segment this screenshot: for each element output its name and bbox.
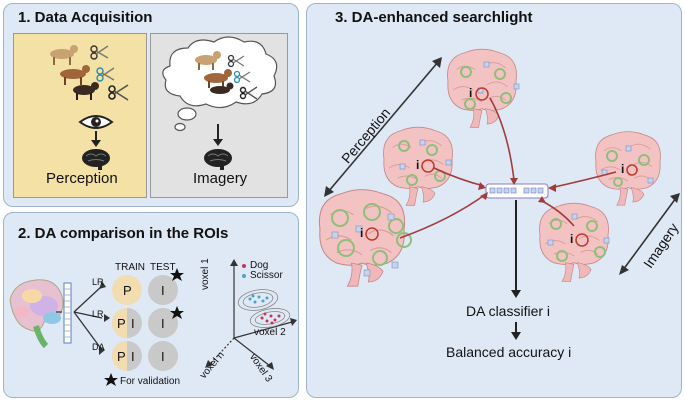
- axis-voxel-2: voxel 2: [254, 327, 286, 338]
- legend-dog: Dog: [250, 260, 269, 271]
- perception-label: Perception: [46, 170, 118, 187]
- dog-icon: [50, 45, 78, 65]
- eye-icon: [78, 115, 114, 129]
- train-p-label: P: [117, 349, 126, 364]
- train-p-label: P: [123, 283, 132, 298]
- brain-marker-i: i: [570, 232, 574, 246]
- test-circle: [148, 341, 178, 371]
- test-circle: [148, 308, 178, 338]
- thought-cloud-icon: [162, 36, 278, 132]
- imagery-label: Imagery: [193, 170, 248, 187]
- train-circle: [112, 275, 142, 305]
- brain-icon: [82, 149, 110, 170]
- panel-title-data-acquisition: 1. Data Acquisition: [18, 9, 153, 26]
- panel-title-searchlight: 3. DA-enhanced searchlight: [335, 9, 533, 26]
- brain-marker-i: i: [469, 86, 473, 100]
- scissor-icon: [233, 70, 251, 84]
- panel-title-da-comparison: 2. DA comparison in the ROIs: [18, 225, 229, 242]
- validation-note: For validation: [120, 376, 181, 387]
- row-method-label: DA: [92, 342, 105, 352]
- test-i-label: I: [161, 349, 165, 364]
- train-label: TRAIN: [115, 262, 145, 273]
- train-i-label: I: [131, 316, 135, 331]
- brain-section-icon: [9, 279, 64, 349]
- classifier-vector: [485, 183, 549, 199]
- scissor-icon: [90, 45, 109, 60]
- brain-marker-i: i: [360, 226, 364, 240]
- train-p-label: P: [117, 316, 126, 331]
- scissor-icon: [239, 86, 258, 100]
- row-method-label: LR: [92, 309, 104, 319]
- dog-icon: [60, 65, 90, 85]
- test-i-label: I: [161, 316, 165, 331]
- brain-marker-i: i: [621, 162, 625, 176]
- da-classifier-label: DA classifier i: [466, 303, 551, 319]
- scissor-icon: [108, 84, 129, 101]
- scissor-icon: [227, 54, 245, 68]
- scissor-icon: [96, 67, 115, 82]
- perception-box: [13, 33, 147, 198]
- star-icon: [104, 373, 118, 386]
- row-method-label: LR: [92, 277, 104, 287]
- legend-scissor: Scissor: [250, 270, 283, 281]
- dog-icon: [73, 82, 99, 100]
- test-circle: [148, 275, 178, 305]
- test-label: TEST: [150, 262, 176, 273]
- balanced-accuracy-label: Balanced accuracy i: [446, 344, 572, 360]
- legend-scissor-marker: [242, 274, 246, 278]
- test-i-label: I: [161, 283, 165, 298]
- star-icon: [170, 268, 184, 281]
- dog-icon: [210, 82, 234, 94]
- dog-icon: [204, 69, 232, 88]
- train-i-label: I: [131, 349, 135, 364]
- star-icon: [170, 306, 184, 319]
- dog-icon: [195, 51, 221, 70]
- brain-marker-i: i: [416, 158, 420, 172]
- brain-icon: [204, 149, 232, 170]
- voxel-vector: [63, 282, 72, 344]
- legend-dog-marker: [242, 264, 246, 268]
